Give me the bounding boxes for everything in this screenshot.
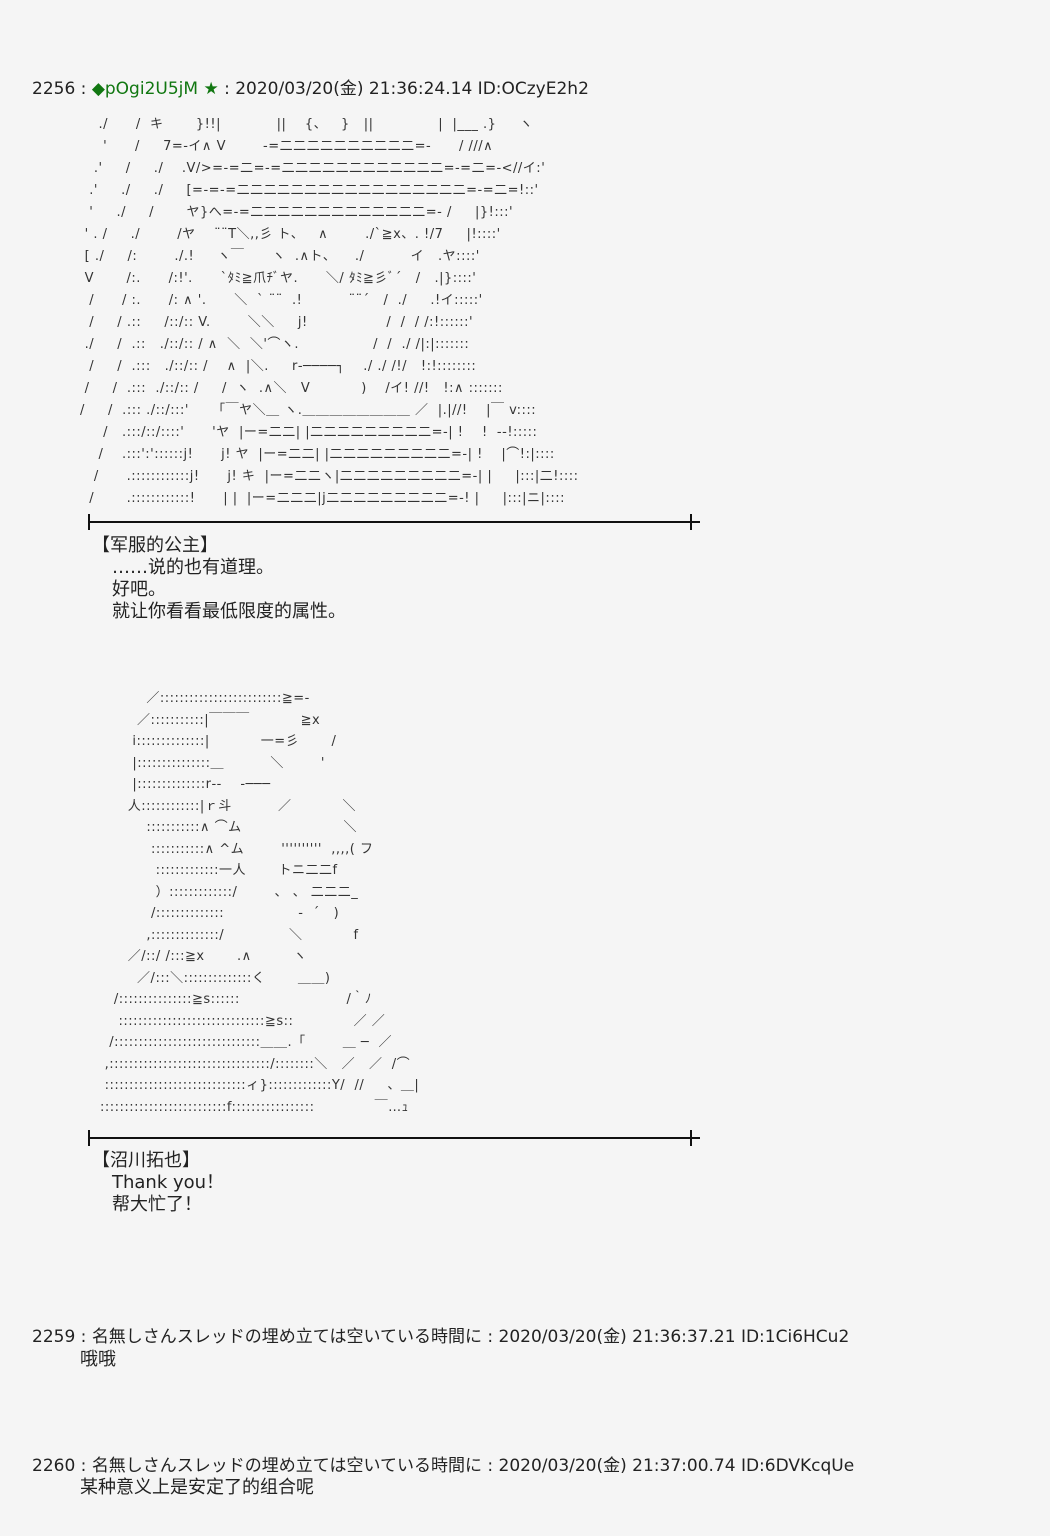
speech-line: ……说的也有道理。 (112, 557, 274, 578)
speech-block-takuya: 【沼川拓也】 Thank you！ 帮大忙了！ (92, 1150, 224, 1216)
rule-cap-right (690, 1130, 692, 1146)
speech-line: 帮大忙了！ (112, 1194, 202, 1215)
speech-block-princess: 【军服的公主】 ……说的也有道理。 好吧。 就让你看看最低限度的属性。 (92, 535, 346, 623)
separator: : (80, 79, 87, 99)
ascii-art-princess: ./ / キ }!!| || {、 } || | |___ .} ヽ ' / 7… (80, 117, 579, 506)
post-date: 2020/03/20(金) 21:37:00.74 ID:6DVKcqUe (498, 1456, 855, 1476)
ascii-art-takuya: ／:::::::::::::::::::::::::≧=- ／:::::::::… (100, 691, 420, 1115)
post-number: 2260 (32, 1456, 76, 1476)
post-number: 2259 (32, 1327, 76, 1347)
speech-line: Thank you！ (112, 1172, 225, 1193)
rule-cap-left (88, 514, 90, 530)
post-header-2260: 2260 : 名無しさんスレッドの埋め立ては空いている時間に : 2020/03… (32, 1451, 854, 1476)
rule-cap-left (88, 1130, 90, 1146)
post-header-2259: 2259 : 名無しさんスレッドの埋め立ては空いている時間に : 2020/03… (32, 1322, 849, 1347)
post-date: 2020/03/20(金) 21:36:37.21 ID:1Ci6HCu2 (498, 1327, 850, 1347)
separator: : (80, 1456, 87, 1476)
separator: : (487, 1456, 494, 1476)
poster-name[interactable]: 名無しさんスレッドの埋め立ては空いている時間に (91, 1456, 482, 1476)
post-body: 某种意义上是安定了的组合呢 (80, 1477, 314, 1498)
speaker-name: 【军服的公主】 (92, 535, 218, 556)
post-header-2256: 2256 : ◆pOgi2U5jM ★ : 2020/03/20(金) 21:3… (32, 74, 589, 99)
post-date: 2020/03/20(金) 21:36:24.14 ID:OCzyE2h2 (235, 79, 589, 99)
post-number: 2256 (32, 79, 76, 99)
separator-rule (88, 1137, 700, 1139)
speaker-name: 【沼川拓也】 (92, 1150, 200, 1171)
poster-name[interactable]: ◆pOgi2U5jM ★ (91, 79, 219, 99)
poster-name[interactable]: 名無しさんスレッドの埋め立ては空いている時間に (91, 1327, 482, 1347)
speech-line: 好吧。 (112, 579, 166, 600)
post-body: 哦哦 (80, 1349, 116, 1370)
speech-line: 就让你看看最低限度的属性。 (112, 601, 346, 622)
separator: : (224, 79, 230, 99)
separator: : (80, 1327, 87, 1347)
rule-cap-right (690, 514, 692, 530)
separator: : (487, 1327, 494, 1347)
separator-rule (88, 521, 700, 523)
